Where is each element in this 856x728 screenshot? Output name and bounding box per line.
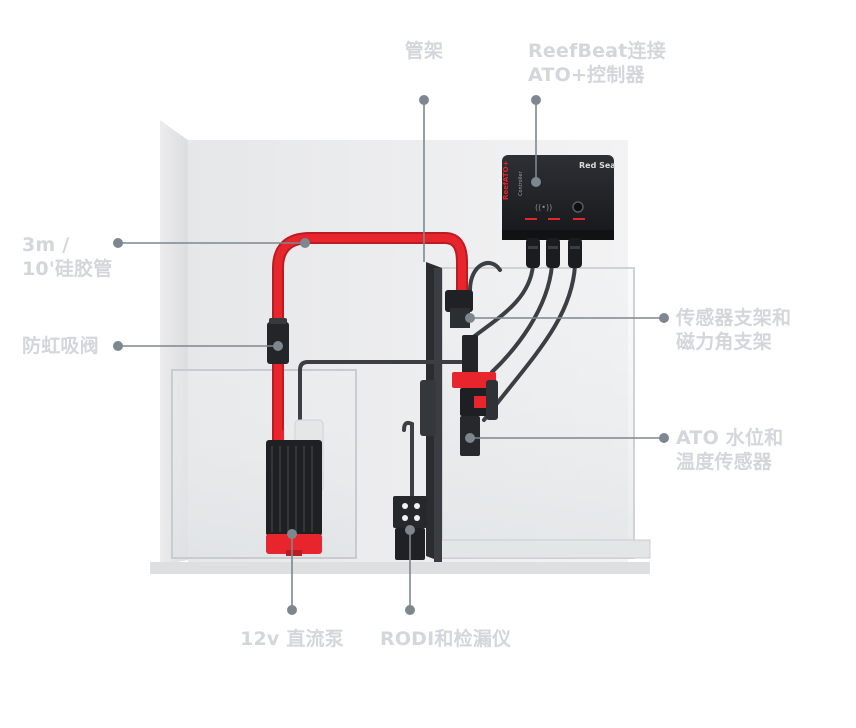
dc-pump bbox=[266, 419, 324, 556]
controller-sub-text: Controller bbox=[518, 170, 524, 196]
label-pump: 12v 直流泵 bbox=[240, 628, 344, 650]
dot-sensor-end bbox=[465, 433, 475, 443]
status-led-1 bbox=[525, 218, 537, 220]
dot-rodi bbox=[405, 605, 415, 615]
status-led-2 bbox=[548, 218, 560, 220]
dot-rack bbox=[419, 95, 429, 105]
dot-pump-end bbox=[287, 529, 297, 539]
label-sensor-line2: 温度传感器 bbox=[676, 451, 773, 473]
tube-holder bbox=[445, 290, 473, 328]
dot-controller bbox=[531, 95, 541, 105]
label-sensor-line1: ATO 水位和 bbox=[676, 427, 784, 449]
leader-dots bbox=[113, 95, 669, 615]
label-tubing-line1: 3m / bbox=[22, 234, 70, 256]
dot-rodi-end bbox=[405, 525, 415, 535]
label-holder-line1: 传感器支架和 bbox=[676, 307, 792, 329]
label-tubing-line2: 10'硅胶管 bbox=[22, 258, 113, 280]
label-antisiphon: 防虹吸阀 bbox=[22, 335, 99, 357]
leader-lines bbox=[118, 100, 664, 610]
label-rack: 管架 bbox=[404, 40, 444, 62]
dot-antisiphon bbox=[113, 341, 123, 351]
ato-controller: ReefATO+ Controller Red Sea ((•)) bbox=[502, 155, 616, 268]
dot-sensor bbox=[659, 433, 669, 443]
label-rodi: RODI和检漏仪 bbox=[380, 628, 512, 650]
dot-tubing bbox=[113, 238, 123, 248]
label-controller-line2: ATO+控制器 bbox=[528, 64, 645, 86]
label-controller-line1: ReefBeat连接 bbox=[528, 40, 666, 62]
silicone-tubing bbox=[272, 232, 468, 451]
controller-brand-text: Red Sea bbox=[579, 161, 616, 170]
dot-holder bbox=[659, 313, 669, 323]
controller-button bbox=[572, 201, 584, 213]
rack bbox=[420, 262, 442, 562]
wifi-icon: ((•)) bbox=[535, 203, 552, 212]
dot-holder-end bbox=[465, 313, 475, 323]
pump-chamber-glass bbox=[171, 369, 357, 559]
dot-tubing-end bbox=[300, 238, 310, 248]
dot-controller-end bbox=[531, 177, 541, 187]
dot-antisiphon-end bbox=[273, 341, 283, 351]
controller-model-text: ReefATO+ bbox=[502, 160, 510, 200]
cabinet-floor bbox=[150, 562, 650, 574]
status-led-3 bbox=[573, 218, 585, 220]
dot-pump bbox=[287, 605, 297, 615]
right-chamber-base bbox=[435, 539, 651, 559]
label-holder-line2: 磁力角支架 bbox=[676, 331, 773, 353]
